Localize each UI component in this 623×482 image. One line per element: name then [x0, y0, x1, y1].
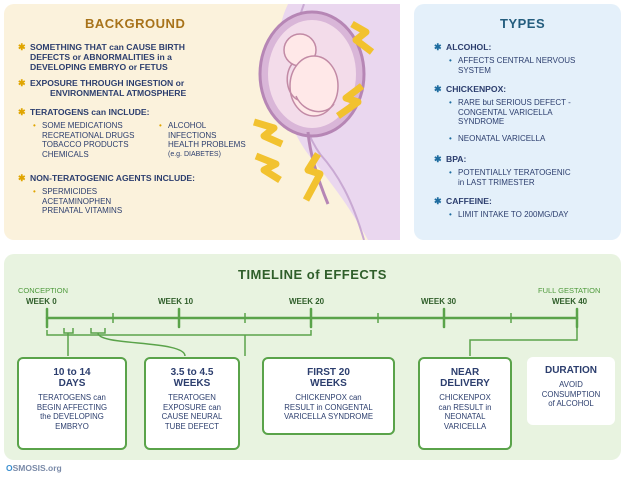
teratogen-list-right: ALCOHOL INFECTIONS HEALTH PROBLEMS (e.g.… — [159, 121, 246, 159]
pregnancy-illustration — [252, 4, 400, 240]
week-0-label: WEEK 0 — [26, 297, 57, 306]
type-caffeine-items: LIMIT INTAKE TO 200MG/DAY — [449, 210, 568, 220]
non-teratogen-list: SPERMICIDES ACETAMINOPHEN PRENATAL VITAM… — [33, 187, 122, 216]
background-bullet-4: NON-TERATOGENIC AGENTS INCLUDE: — [18, 173, 195, 183]
type-alcohol-items: AFFECTS CENTRAL NERVOUS SYSTEM — [449, 56, 575, 75]
week-40-label: WEEK 40 — [552, 297, 588, 306]
background-title: BACKGROUND — [85, 16, 186, 31]
week-30-label: WEEK 30 — [421, 297, 457, 306]
background-bullet-3: TERATOGENS can INCLUDE: — [18, 107, 149, 117]
conception-label: CONCEPTION — [18, 286, 69, 295]
type-chickenpox-item-2: NEONATAL VARICELLA — [449, 134, 545, 144]
full-gestation-label: FULL GESTATION — [538, 286, 601, 295]
timeline-title: TIMELINE of EFFECTS — [238, 267, 387, 282]
type-chickenpox-item-1: RARE but SERIOUS DEFECT - CONGENTAL VARI… — [449, 98, 571, 127]
osmosis-logo: OSMOSIS.org — [6, 463, 62, 473]
type-bpa-items: POTENTIALLY TERATOGENIC in LAST TRIMESTE… — [449, 168, 571, 187]
background-bullet-1: SOMETHING THAT can CAUSE BIRTH DEFECTS o… — [18, 42, 185, 72]
type-alcohol: ALCOHOL: — [434, 42, 491, 52]
type-chickenpox: CHICKENPOX: — [434, 84, 506, 94]
week-20-label: WEEK 20 — [289, 297, 325, 306]
types-title: TYPES — [500, 16, 546, 31]
background-bullet-2: EXPOSURE THROUGH INGESTION or ENVIRONMEN… — [18, 78, 186, 98]
week-10-label: WEEK 10 — [158, 297, 194, 306]
type-caffeine: CAFFEINE: — [434, 196, 492, 206]
type-bpa: BPA: — [434, 154, 467, 164]
teratogen-list-left: SOME MEDICATIONS RECREATIONAL DRUGS TOBA… — [33, 121, 135, 159]
